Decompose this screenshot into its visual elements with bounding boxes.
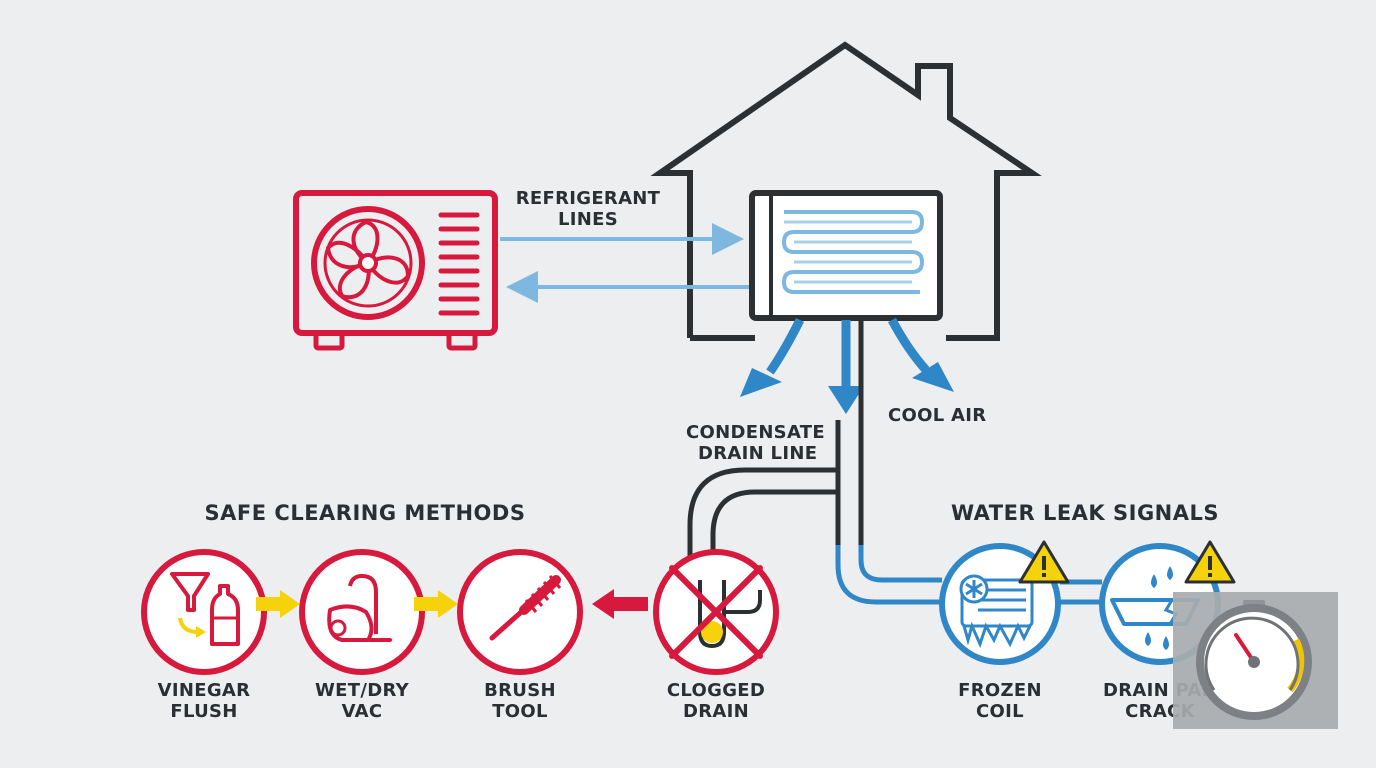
condenser-unit — [293, 190, 498, 351]
clogged-drain-icon — [653, 549, 779, 675]
condensate-drain-line-label: CONDENSATE DRAIN LINE — [686, 422, 825, 464]
method-flow-arrows — [256, 589, 648, 619]
brush-tool-icon — [457, 549, 583, 675]
air-handler-unit — [749, 190, 943, 321]
cool-air-arrows — [740, 317, 954, 414]
cool-air-label: COOL AIR — [888, 405, 987, 426]
warning-icon — [1184, 540, 1236, 584]
snowflake-icon — [959, 574, 989, 604]
safe-clearing-methods-heading: SAFE CLEARING METHODS — [204, 501, 526, 525]
house-outline — [650, 41, 1042, 341]
condensate-drain-pipe — [687, 320, 1102, 605]
gauge-overlay — [1173, 592, 1338, 729]
refrigerant-arrows — [500, 223, 755, 303]
water-leak-signals-heading: WATER LEAK SIGNALS — [950, 501, 1220, 525]
refrigerant-lines-label: REFRIGERANT LINES — [515, 188, 661, 230]
fan-icon — [311, 206, 425, 320]
wet-dry-vac-icon — [299, 549, 425, 675]
warning-icon — [1018, 540, 1070, 584]
vinegar-flush-icon — [141, 549, 267, 675]
condenser-vents — [438, 212, 480, 316]
evaporator-coil-icon — [781, 210, 925, 294]
